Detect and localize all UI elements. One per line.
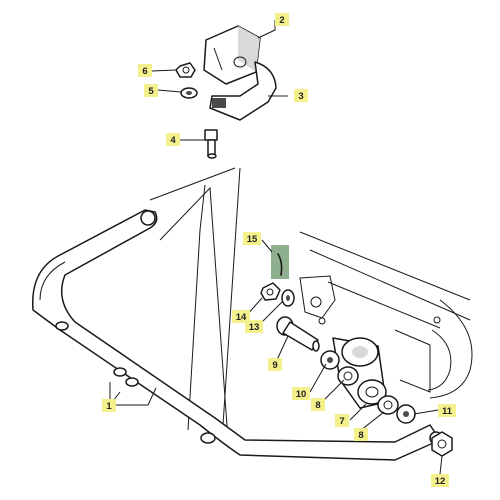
anti-roll-bar xyxy=(31,209,443,461)
bolt-part-4 xyxy=(204,129,218,159)
leader-lines xyxy=(109,20,443,475)
axle-housing xyxy=(299,231,473,399)
clamp-bracket xyxy=(209,61,277,121)
washer-part-11 xyxy=(396,404,416,424)
callout-11-label: 11 xyxy=(442,406,453,417)
nut-part-14 xyxy=(260,282,281,301)
callout-8-lower-label: 8 xyxy=(358,430,363,441)
callout-4-label: 4 xyxy=(170,135,176,146)
nut-part-12 xyxy=(431,431,453,457)
callout-10-label: 10 xyxy=(296,389,307,400)
callout-15: 15 xyxy=(243,232,261,245)
callout-5-label: 5 xyxy=(148,86,154,97)
callout-10: 10 xyxy=(292,387,310,400)
callout-13-label: 13 xyxy=(249,322,260,333)
callout-7: 7 xyxy=(335,414,349,427)
callout-1-label: 1 xyxy=(106,401,112,412)
callout-8-upper: 8 xyxy=(311,398,325,411)
callout-8-lower: 8 xyxy=(354,428,368,441)
callout-6-label: 6 xyxy=(142,66,147,77)
drop-link-part-7 xyxy=(332,337,387,409)
callout-12-label: 12 xyxy=(435,476,446,487)
washer-part-5 xyxy=(180,87,198,99)
callout-8-upper-label: 8 xyxy=(315,400,320,411)
callout-3: 3 xyxy=(294,89,308,102)
callout-11: 11 xyxy=(438,404,456,417)
callout-9-label: 9 xyxy=(272,360,277,371)
callout-12: 12 xyxy=(431,474,449,487)
callout-13: 13 xyxy=(245,320,263,333)
washer-part-13 xyxy=(281,289,295,307)
bolt-part-9 xyxy=(276,316,320,352)
callout-2: 2 xyxy=(275,13,289,26)
bush-part-8-lower xyxy=(377,395,399,415)
callout-4: 4 xyxy=(166,133,180,146)
callout-9: 9 xyxy=(268,358,282,371)
callout-5: 5 xyxy=(144,84,158,97)
callout-1: 1 xyxy=(102,399,116,412)
washer-part-10 xyxy=(320,350,340,370)
callout-14-label: 14 xyxy=(236,312,247,323)
callout-15-label: 15 xyxy=(247,234,258,245)
callout-2-label: 2 xyxy=(279,15,284,26)
chassis-outline xyxy=(149,167,241,441)
callout-7-label: 7 xyxy=(339,416,344,427)
callout-3-label: 3 xyxy=(298,91,303,102)
callout-6: 6 xyxy=(138,64,152,77)
callout-14: 14 xyxy=(232,310,250,323)
mounting-bush xyxy=(203,25,261,85)
nut-part-6 xyxy=(175,62,196,78)
split-pin-part-15 xyxy=(271,245,289,279)
